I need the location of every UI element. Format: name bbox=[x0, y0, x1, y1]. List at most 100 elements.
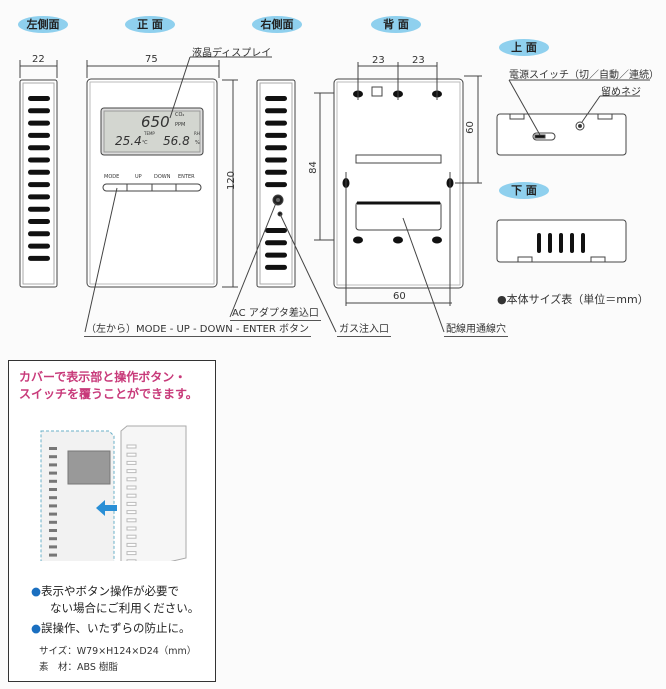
vent-slot bbox=[49, 520, 57, 524]
vent-slot bbox=[49, 463, 57, 467]
vent-slot bbox=[28, 182, 50, 188]
label-front: 正 面 bbox=[125, 16, 175, 33]
dim-left-depth: 22 bbox=[32, 54, 45, 65]
top-view bbox=[496, 79, 650, 156]
callout-buttons: （左から）MODE - UP - DOWN - ENTER ボタン bbox=[84, 320, 312, 337]
vent-slot bbox=[49, 471, 57, 475]
vent-slot bbox=[265, 145, 287, 151]
cover-info-panel: カバーで表示部と操作ボタン・ スイッチを覆うことができます。 ●表示やボタン操作… bbox=[8, 360, 216, 682]
vent-slot bbox=[49, 496, 57, 500]
cover-illustration bbox=[1, 1, 207, 321]
vent-slot bbox=[49, 512, 57, 516]
button-mode[interactable]: MODE bbox=[104, 174, 120, 180]
vent-slot bbox=[49, 455, 57, 459]
lcd-rh-unit: % bbox=[195, 140, 200, 146]
lcd-rh-value: 56.8 bbox=[163, 134, 190, 148]
lcd-temp-label: TEMP bbox=[144, 131, 155, 136]
vent-slot bbox=[126, 551, 137, 556]
dim-back-vertical: 60 bbox=[464, 121, 476, 134]
vent-slot bbox=[265, 120, 287, 126]
vent-slot bbox=[126, 501, 137, 506]
vent-slot bbox=[265, 182, 287, 188]
vent-slot bbox=[49, 545, 57, 549]
cover-material: 素 材：ABS 樹脂 bbox=[39, 662, 118, 673]
vent-slot bbox=[265, 108, 287, 114]
vent-slot bbox=[126, 444, 137, 449]
label-back: 背 面 bbox=[371, 16, 421, 33]
vent-slot bbox=[28, 206, 50, 212]
vent-slot bbox=[49, 553, 57, 557]
cover-size: サイズ：W79×H124×D24（mm） bbox=[39, 646, 197, 657]
callout-screw: 留めネジ bbox=[601, 87, 641, 98]
right-side-view bbox=[229, 79, 337, 333]
device-with-cover-image bbox=[40, 425, 187, 561]
bullet-1-line-1: 表示やボタン操作が必要で bbox=[41, 584, 180, 598]
callout-lcd: 液晶ディスプレイ bbox=[192, 48, 272, 59]
vent-slot bbox=[28, 255, 50, 261]
bullet-1: ●表示やボタン操作が必要で bbox=[31, 584, 180, 598]
vent-slot bbox=[126, 526, 137, 531]
vent-slot bbox=[265, 240, 287, 246]
vent-slot bbox=[28, 157, 50, 163]
dim-back-spacing-2: 23 bbox=[412, 55, 425, 66]
label-right-side: 右側面 bbox=[252, 16, 302, 33]
vent-slot bbox=[49, 504, 57, 508]
vent-slot bbox=[49, 488, 57, 491]
vent-slot bbox=[49, 537, 57, 541]
vent-slot bbox=[28, 145, 50, 151]
headline-line-1: カバーで表示部と操作ボタン・ bbox=[19, 370, 187, 384]
vent-slot bbox=[28, 132, 50, 138]
vent-slot bbox=[265, 157, 287, 163]
vent-slot bbox=[28, 231, 50, 237]
lcd-co2-value: 650 bbox=[141, 113, 170, 131]
button-down[interactable]: DOWN bbox=[154, 174, 171, 180]
vent-slot bbox=[265, 169, 287, 175]
arrow-icon bbox=[96, 500, 117, 516]
vent-slot bbox=[265, 228, 287, 233]
vent-slot bbox=[49, 529, 57, 532]
bullet-2-text: 誤操作、いたずらの防止に。 bbox=[41, 621, 191, 635]
vent-slot bbox=[126, 542, 137, 547]
back-view bbox=[333, 62, 482, 333]
label-top: 上 面 bbox=[499, 39, 549, 56]
vent-slot bbox=[126, 518, 137, 523]
vent-slot bbox=[28, 96, 50, 101]
vent-slot bbox=[126, 510, 137, 515]
callout-gas-inlet: ガス注入口 bbox=[337, 320, 391, 337]
vent-slot bbox=[265, 132, 287, 138]
vent-slot bbox=[265, 96, 287, 101]
dim-front-width: 75 bbox=[145, 54, 158, 65]
lcd-ppm: PPM bbox=[175, 122, 186, 128]
vent-slot bbox=[126, 477, 137, 482]
vent-slot bbox=[28, 219, 50, 224]
button-up[interactable]: UP bbox=[135, 174, 142, 180]
vent-slot bbox=[126, 469, 137, 474]
vent-slot bbox=[49, 479, 57, 483]
vent-slot bbox=[28, 169, 50, 175]
label-left-side: 左側面 bbox=[18, 16, 68, 33]
vent-slot bbox=[28, 194, 50, 200]
lcd-rh-label: RH bbox=[194, 131, 200, 136]
dim-back-spacing-1: 23 bbox=[372, 55, 385, 66]
vent-slot bbox=[265, 264, 287, 270]
vent-slot bbox=[49, 447, 57, 450]
button-enter[interactable]: ENTER bbox=[178, 174, 195, 180]
dim-back-horizontal: 60 bbox=[393, 291, 406, 302]
lcd-temp-unit: ℃ bbox=[142, 140, 148, 146]
size-table-note: ●本体サイズ表（単位＝mm） bbox=[497, 293, 649, 306]
vent-slot bbox=[126, 534, 137, 539]
bottom-view bbox=[496, 219, 627, 263]
headline-line-2: スイッチを覆うことができます。 bbox=[19, 387, 198, 401]
lcd-co2-unit: CO₂ bbox=[175, 112, 185, 118]
dim-back-mount-height: 84 bbox=[307, 161, 319, 174]
vent-slot bbox=[126, 452, 137, 457]
cover-headline: カバーで表示部と操作ボタン・ スイッチを覆うことができます。 bbox=[19, 369, 198, 403]
vent-slot bbox=[265, 252, 287, 258]
vent-slot bbox=[126, 493, 137, 498]
callout-wiring-hole: 配線用通線穴 bbox=[444, 320, 508, 337]
vent-slot bbox=[28, 120, 50, 126]
front-view bbox=[84, 56, 272, 333]
vent-slot bbox=[28, 243, 50, 249]
